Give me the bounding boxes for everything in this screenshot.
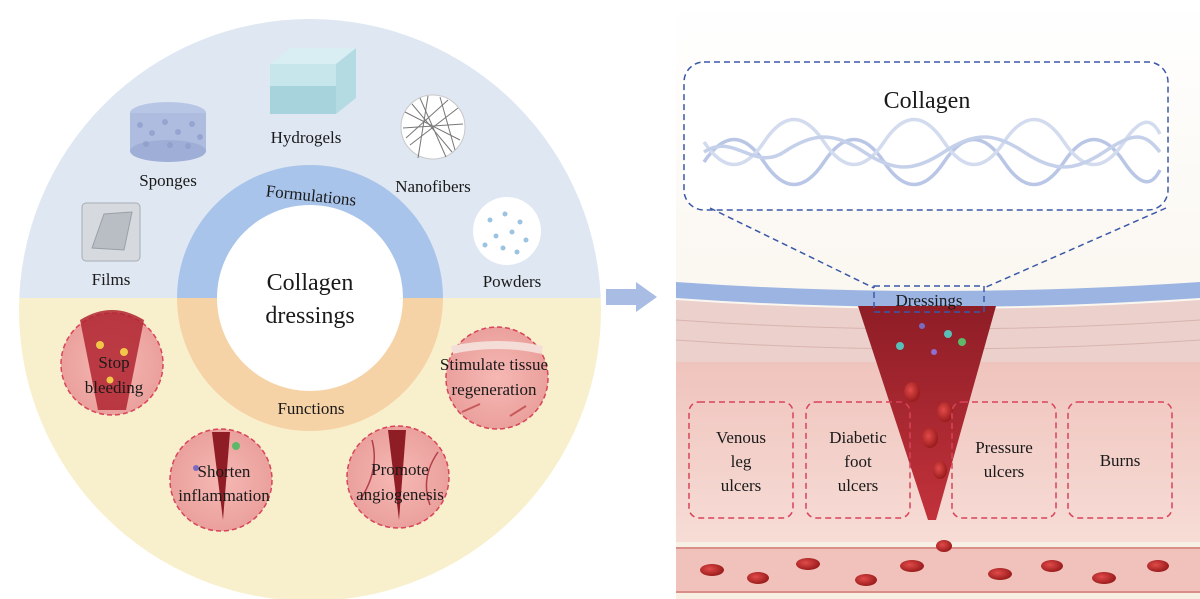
blood-vessel [676, 548, 1200, 592]
stimulate-tissue-inset [445, 326, 549, 430]
promote-angiogenesis-inset [346, 425, 450, 529]
center-title-line1: Collagen [267, 270, 354, 296]
collagen-callout-box [683, 61, 1169, 211]
diabetic-line3: ulcers [838, 476, 879, 495]
callout-line-left [709, 207, 875, 289]
wound-type-pressure: Pressure ulcers [951, 401, 1057, 519]
stop-bleeding-inset [60, 310, 164, 416]
hydrogels-label: Hydrogels [271, 128, 342, 147]
collagen-dressings-wheel: Collagen dressings Formulations Function… [19, 19, 601, 599]
nanofiber-icon [400, 94, 466, 160]
callout-line-right [983, 207, 1167, 289]
promote-angiogenesis-line2: angiogenesis [356, 485, 444, 504]
shorten-inflammation-line2: inflammation [178, 486, 270, 505]
dressings-label: Dressings [895, 291, 962, 310]
shorten-inflammation-inset [169, 428, 273, 532]
red-blood-cells [700, 558, 1169, 586]
ring-label-functions: Functions [277, 399, 344, 418]
venous-line2: leg [731, 452, 752, 471]
center-circle [217, 205, 403, 391]
dressing-layer [676, 282, 1200, 307]
sponges-label: Sponges [139, 171, 197, 190]
wound-cavity [858, 306, 996, 520]
stimulate-tissue-line1: Stimulate tissue [440, 355, 548, 374]
stimulate-tissue-line2: regeneration [452, 380, 537, 399]
films-icon [81, 202, 141, 262]
hydrogel-icon [270, 48, 356, 114]
venous-line1: Venous [716, 428, 766, 447]
wound-type-diabetic: Diabetic foot ulcers [805, 401, 911, 519]
films-label: Films [92, 270, 131, 289]
center-title-line2: dressings [265, 303, 354, 329]
shorten-inflammation-line1: Shorten [198, 462, 251, 481]
bacteria-icon [896, 323, 966, 355]
sponge-icon [130, 102, 206, 162]
collagen-callout-title: Collagen [884, 88, 971, 114]
wound-type-burns: Burns [1067, 401, 1173, 519]
venous-line3: ulcers [721, 476, 762, 495]
powder-icon [473, 197, 541, 265]
nanofibers-label: Nanofibers [395, 177, 471, 196]
promote-angiogenesis-line1: Promote [371, 460, 429, 479]
powders-label: Powders [483, 272, 542, 291]
diabetic-line2: foot [844, 452, 872, 471]
pressure-line1: Pressure [975, 438, 1033, 457]
pressure-line2: ulcers [984, 462, 1025, 481]
arrow-icon [606, 282, 657, 312]
wound-type-venous: Venous leg ulcers [688, 401, 794, 519]
stop-bleeding-line2: bleeding [85, 378, 144, 397]
diabetic-line1: Diabetic [829, 428, 887, 447]
collagen-triple-helix [702, 117, 1162, 187]
dressings-box [873, 285, 985, 313]
wound-illustration: Collagen [675, 0, 1200, 599]
burns-line1: Burns [1100, 451, 1141, 470]
stop-bleeding-line1: Stop [98, 353, 129, 372]
